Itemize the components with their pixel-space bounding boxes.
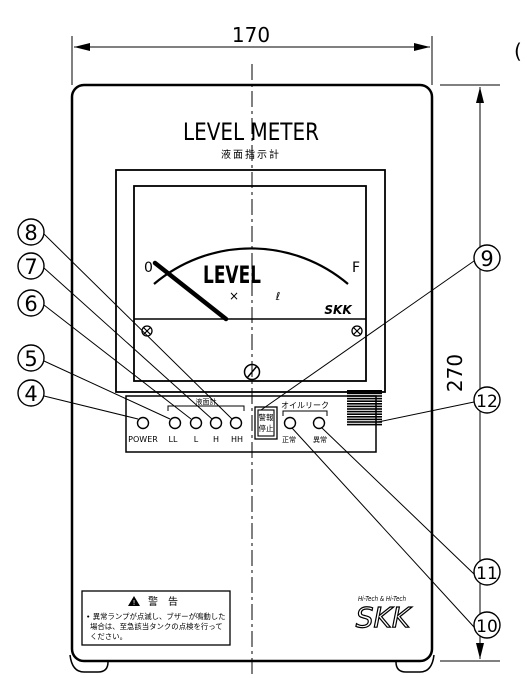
callout-8: 8	[17, 218, 45, 246]
oil-normal-lamp	[283, 416, 297, 430]
width-dimension: 170	[71, 23, 433, 85]
warning-line-3: ください。	[90, 632, 127, 641]
callout-5-label: 5	[24, 347, 37, 371]
oil-leak-group-label: オイルリーク	[281, 401, 329, 410]
grille-slat	[347, 418, 382, 421]
zero-adjust-icon	[243, 363, 261, 381]
unit-symbol: ℓ	[275, 290, 281, 303]
meter-brand: SKK	[324, 303, 353, 317]
leader-lines	[43, 233, 475, 628]
lamp-ll	[168, 416, 182, 430]
lamp-ll-label: LL	[169, 435, 178, 444]
callout-8-label: 8	[24, 221, 37, 245]
warning-triangle-icon: !	[128, 596, 140, 607]
callout-5: 5	[17, 344, 45, 372]
warning-label: ! 警 告 • 異常ランプが点滅し、ブザーが鳴動した 場合は、至急該当タンクの点…	[81, 590, 231, 646]
svg-text:!: !	[133, 599, 136, 607]
grille-slat	[347, 413, 382, 415]
callout-6-label: 6	[24, 292, 37, 316]
callout-7: 7	[17, 252, 45, 280]
callout-11: 11	[473, 558, 501, 586]
callout-6: 6	[17, 289, 45, 317]
grille-slat	[347, 423, 382, 426]
lamp-hh	[229, 416, 243, 430]
alarm-stop-label-bottom: 停止	[259, 423, 274, 433]
screw-left-icon	[141, 325, 153, 337]
level-meter	[115, 169, 386, 393]
grille-slat	[347, 408, 382, 410]
callout-4: 4	[17, 379, 45, 407]
grille-slat	[347, 395, 382, 397]
logo-brand: SKK	[356, 601, 413, 634]
brand-logo: Hi-Tech & Hi-Tech SKK	[355, 595, 413, 635]
oil-abnormal-lamp	[312, 416, 326, 430]
lamp-hh-label: HH	[231, 435, 243, 444]
meter-needle	[152, 260, 229, 322]
buzzer-grille	[347, 390, 382, 426]
oil-normal-label: 正常	[282, 435, 296, 444]
callout-10: 10	[473, 611, 501, 639]
callout-12-label: 12	[476, 392, 498, 412]
power-lamp	[136, 416, 150, 430]
warning-line-2: 場合は、至急該当タンクの点検を行って	[90, 622, 223, 631]
grille-slat	[347, 416, 382, 418]
lamp-h-label: H	[213, 435, 219, 444]
callout-12: 12	[473, 386, 501, 414]
oil-abnormal-label: 異常	[313, 435, 327, 444]
scale-max-label: F	[352, 260, 360, 276]
grille-slat	[347, 392, 382, 395]
top-right-mark: (	[514, 39, 522, 63]
meter-face-label: LEVEL	[203, 261, 261, 289]
lamp-l-label: L	[194, 435, 199, 444]
grille-slat	[347, 400, 382, 402]
screw-right-icon	[351, 325, 363, 337]
callout-9-label: 9	[480, 247, 493, 271]
callout-10-label: 10	[476, 617, 498, 637]
grille-slat	[347, 421, 382, 423]
callout-7-label: 7	[24, 255, 37, 279]
callout-9: 9	[473, 244, 501, 272]
alarm-stop-button[interactable]: 警報 停止	[254, 406, 278, 440]
lamp-l	[189, 416, 203, 430]
width-dimension-label: 170	[232, 23, 270, 47]
unit-mark: ×	[229, 289, 239, 303]
grille-slat	[347, 397, 382, 400]
grille-slat	[347, 403, 382, 405]
grille-slat	[347, 410, 382, 413]
callout-11-label: 11	[476, 564, 498, 584]
logo-tagline: Hi-Tech & Hi-Tech	[358, 595, 406, 603]
alarm-stop-label-top: 警報	[259, 412, 274, 422]
power-label: POWER	[128, 435, 158, 444]
callout-4-label: 4	[24, 382, 37, 406]
device-title: LEVEL METER	[183, 118, 319, 146]
height-dimension-label: 270	[443, 354, 467, 392]
grille-slat	[347, 390, 382, 392]
lamp-h	[209, 416, 223, 430]
level-group-label: 液面計	[196, 397, 217, 406]
scale-min-label: 0	[144, 260, 153, 276]
device-subtitle: 液面指示計	[221, 148, 281, 161]
warning-line-1: • 異常ランプが点滅し、ブザーが鳴動した	[86, 612, 226, 621]
warning-title: 警 告	[148, 595, 178, 608]
grille-slat	[347, 405, 382, 408]
